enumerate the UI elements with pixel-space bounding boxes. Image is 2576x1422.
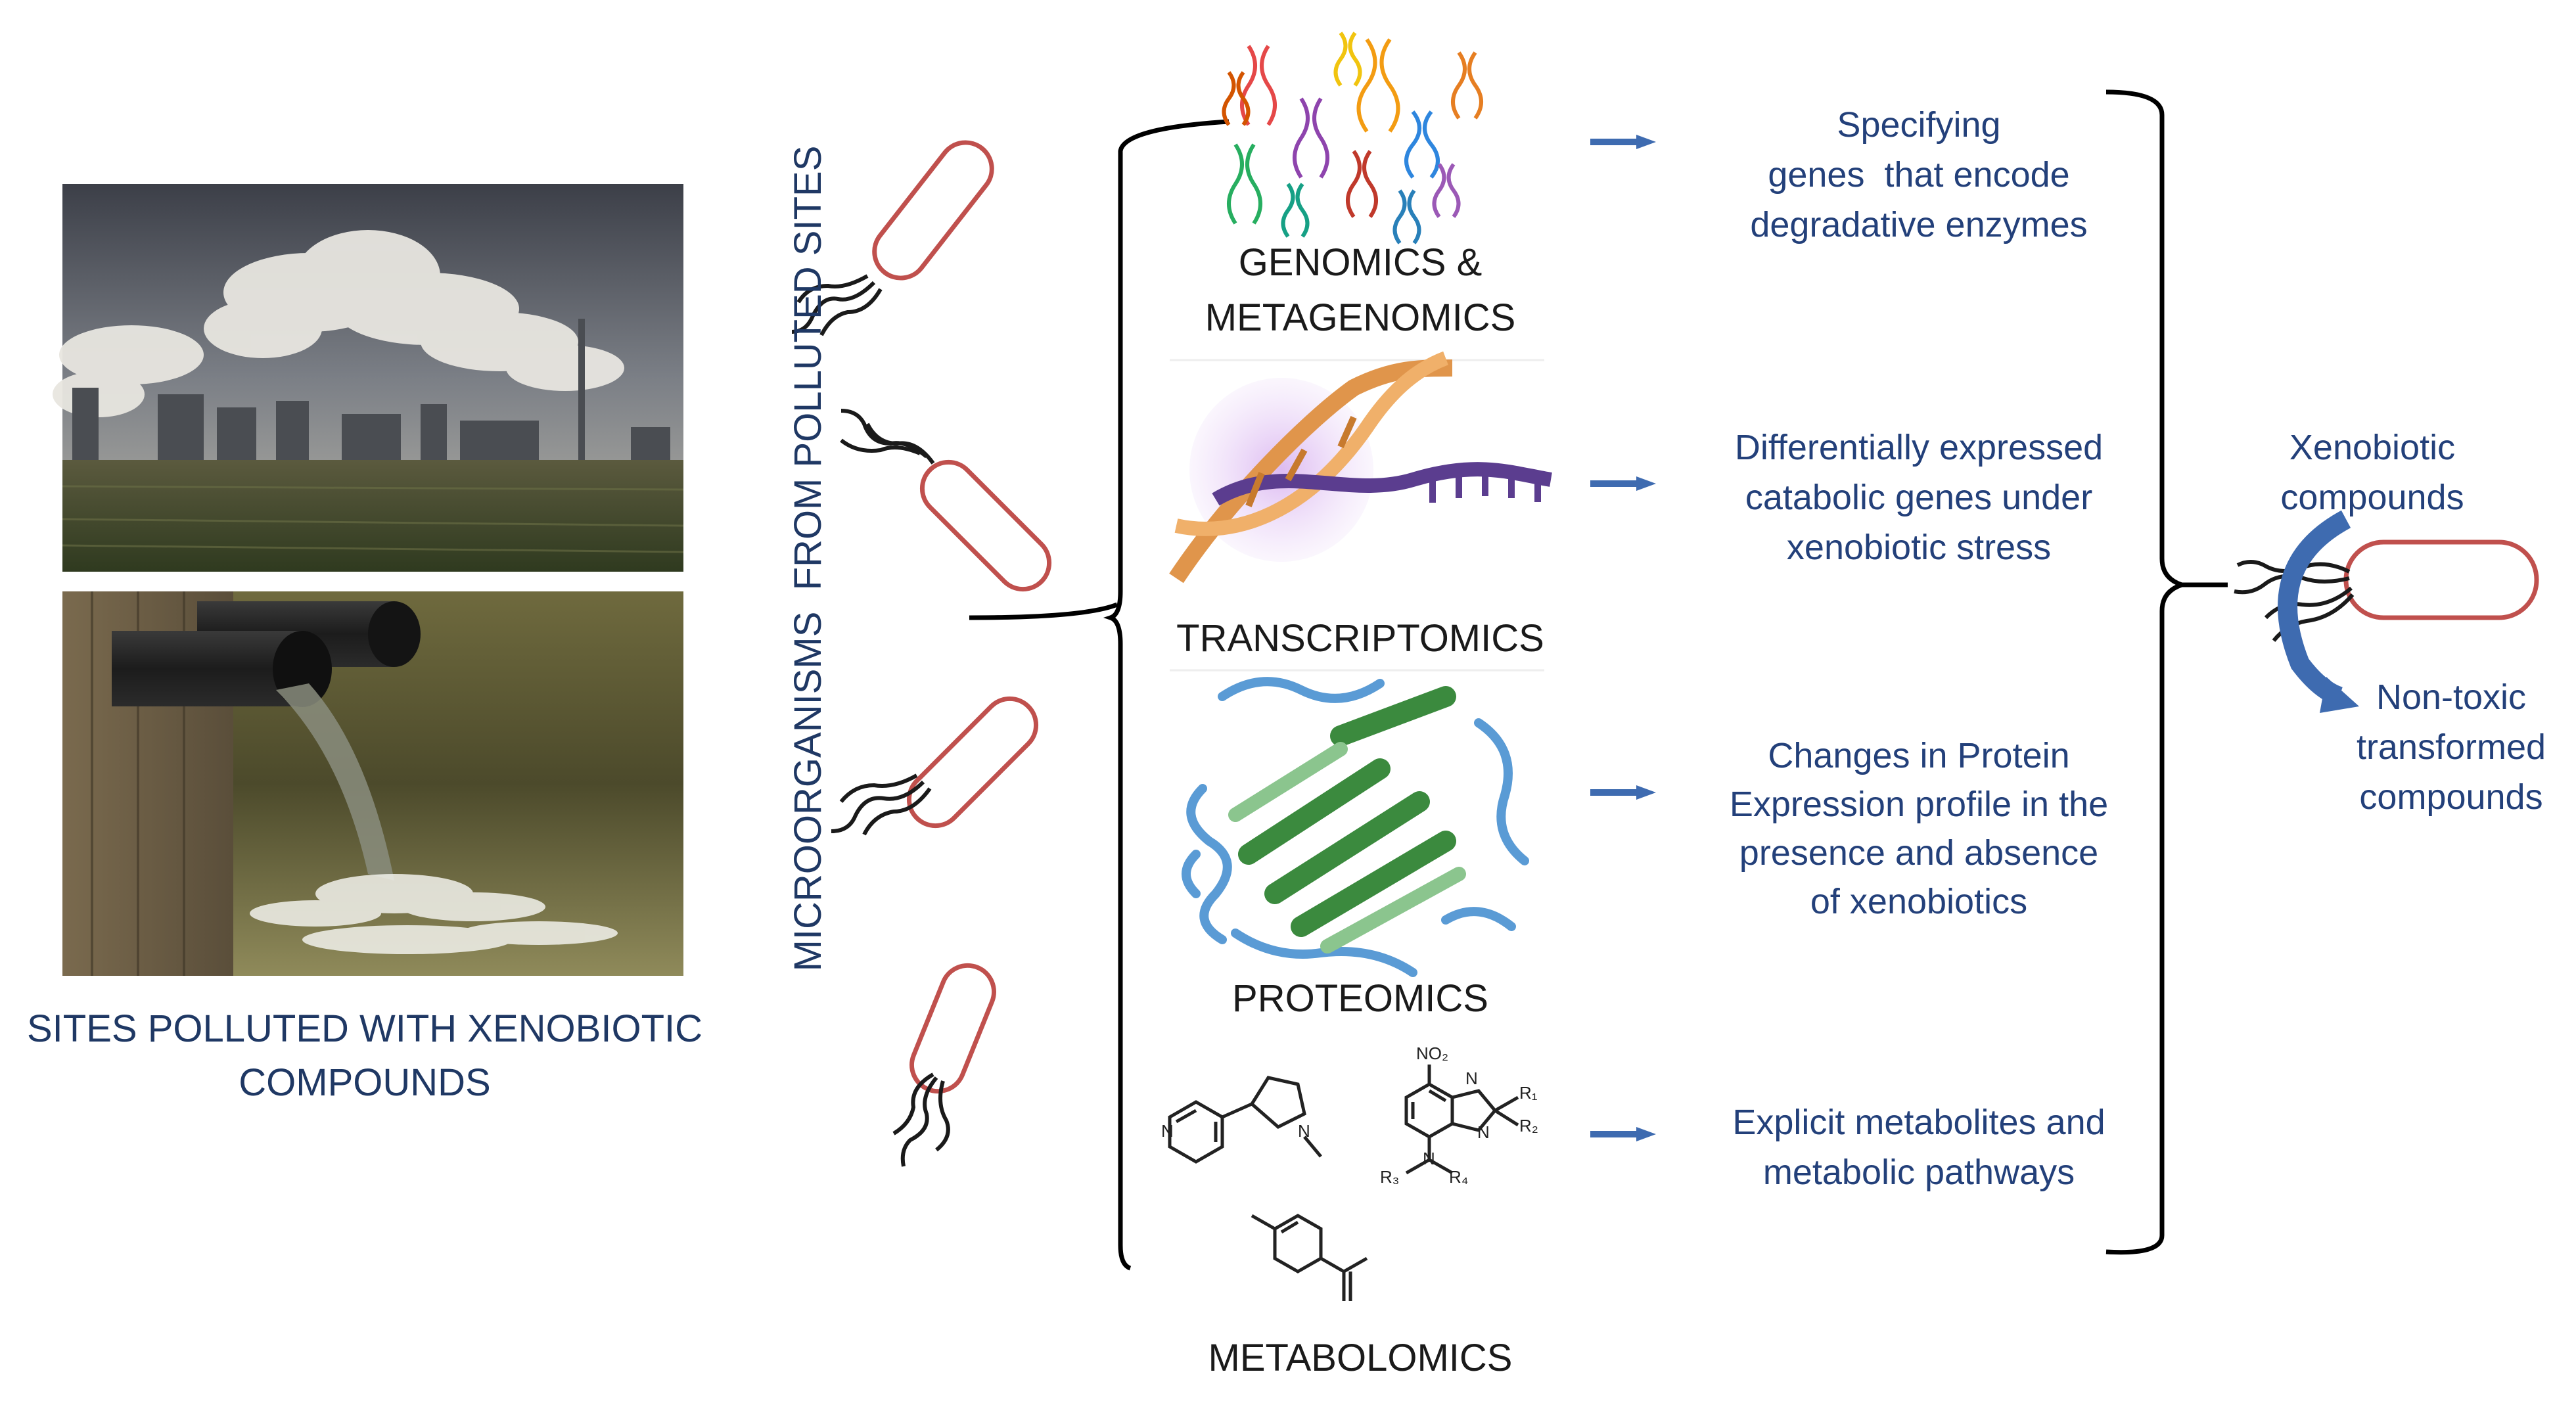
desc-metabolomics-line-2: metabolic pathways [1762, 1153, 2075, 1192]
desc-proteomics: Changes in Protein Expression profile in… [1682, 731, 2155, 926]
factory-photo [53, 184, 684, 572]
atom-r4: R₄ [1449, 1167, 1468, 1187]
atom-n-amine: N [1423, 1149, 1435, 1168]
arrow-proteomics [1590, 785, 1656, 800]
input-line-2: compounds [2280, 478, 2464, 517]
genomics-line-2: METAGENOMICS [1205, 296, 1516, 339]
dna-rna-icon [1169, 351, 1552, 584]
dna-cluster-icon [1222, 32, 1483, 244]
input-line-1: Xenobiotic [2289, 428, 2456, 467]
desc-genomics: Specifying genes that encode degradative… [1682, 100, 2155, 250]
atom-no2: NO₂ [1416, 1044, 1448, 1063]
atom-r1: R₁ [1519, 1083, 1538, 1103]
omics-label-transcriptomics: TRANSCRIPTOMICS [1143, 611, 1577, 666]
microbe-flagella [791, 274, 950, 1167]
desc-transcriptomics-line-1: Differentially expressed [1734, 428, 2104, 467]
pipes-photo [62, 591, 683, 976]
left-bracket [969, 119, 1230, 1271]
vertical-label-text: MICROORGANISMS FROM POLLUTED SITES [787, 145, 829, 972]
genomics-line-1: GENOMICS & [1238, 241, 1483, 284]
arrow-metabolomics [1590, 1127, 1656, 1141]
caption-line-2: COMPOUNDS [239, 1061, 491, 1104]
atom-r2: R₂ [1519, 1116, 1538, 1135]
desc-genomics-line-3: degradative enzymes [1750, 205, 2088, 244]
protein-structure-icon [1182, 677, 1529, 977]
transcriptomics-label: TRANSCRIPTOMICS [1176, 617, 1544, 660]
caption-line-1: SITES POLLUTED WITH XENOBIOTIC [26, 1007, 703, 1050]
desc-genomics-line-2: genes that encode [1768, 155, 2070, 195]
output-line-1: Non-toxic [2376, 677, 2527, 717]
right-bracket [2105, 89, 2228, 1255]
desc-proteomics-line-1: Changes in Protein [1768, 736, 2070, 775]
chemical-structures [1168, 1065, 1519, 1301]
metabolomics-label: METABOLOMICS [1208, 1337, 1513, 1379]
atom-n-pyrrolidine: N [1298, 1121, 1310, 1141]
desc-transcriptomics-line-2: catabolic genes under [1745, 478, 2093, 517]
degrading-microbe [2234, 510, 2539, 713]
desc-metabolomics: Explicit metabolites and metabolic pathw… [1682, 1097, 2155, 1197]
atom-n-triazole-2: N [1477, 1122, 1490, 1142]
output-line-2: transformed [2356, 727, 2546, 767]
desc-proteomics-line-3: presence and absence [1739, 833, 2099, 873]
desc-metabolomics-line-1: Explicit metabolites and [1732, 1103, 2105, 1142]
omics-label-metabolomics: METABOLOMICS [1143, 1331, 1577, 1386]
polluted-sites-caption: SITES POLLUTED WITH XENOBIOTIC COMPOUNDS [13, 1002, 716, 1110]
nontoxic-output-label: Non-toxic transformed compounds [2313, 672, 2576, 822]
desc-proteomics-line-4: of xenobiotics [1810, 882, 2028, 921]
arrow-genomics [1590, 135, 1656, 149]
desc-proteomics-line-2: Expression profile in the [1729, 785, 2109, 824]
desc-genomics-line-1: Specifying [1837, 105, 2001, 145]
omics-label-genomics: GENOMICS & METAGENOMICS [1143, 235, 1577, 346]
desc-transcriptomics-line-3: xenobiotic stress [1786, 528, 2052, 567]
xenobiotic-input-label: Xenobiotic compounds [2234, 423, 2510, 522]
omics-label-proteomics: PROTEOMICS [1143, 971, 1577, 1026]
vertical-microorganisms-label: MICROORGANISMS FROM POLLUTED SITES [782, 131, 835, 986]
chem-atom-labels: N N NO₂ N N R₁ R₂ N R₃ R₄ [1161, 1044, 1538, 1187]
arrow-transcriptomics [1590, 476, 1656, 491]
atom-n-triazole-1: N [1465, 1068, 1478, 1088]
output-line-3: compounds [2359, 777, 2543, 817]
atom-r3: R₃ [1380, 1167, 1399, 1187]
atom-n-pyridine: N [1161, 1121, 1174, 1141]
proteomics-label: PROTEOMICS [1232, 977, 1488, 1020]
desc-transcriptomics: Differentially expressed catabolic genes… [1682, 423, 2155, 572]
